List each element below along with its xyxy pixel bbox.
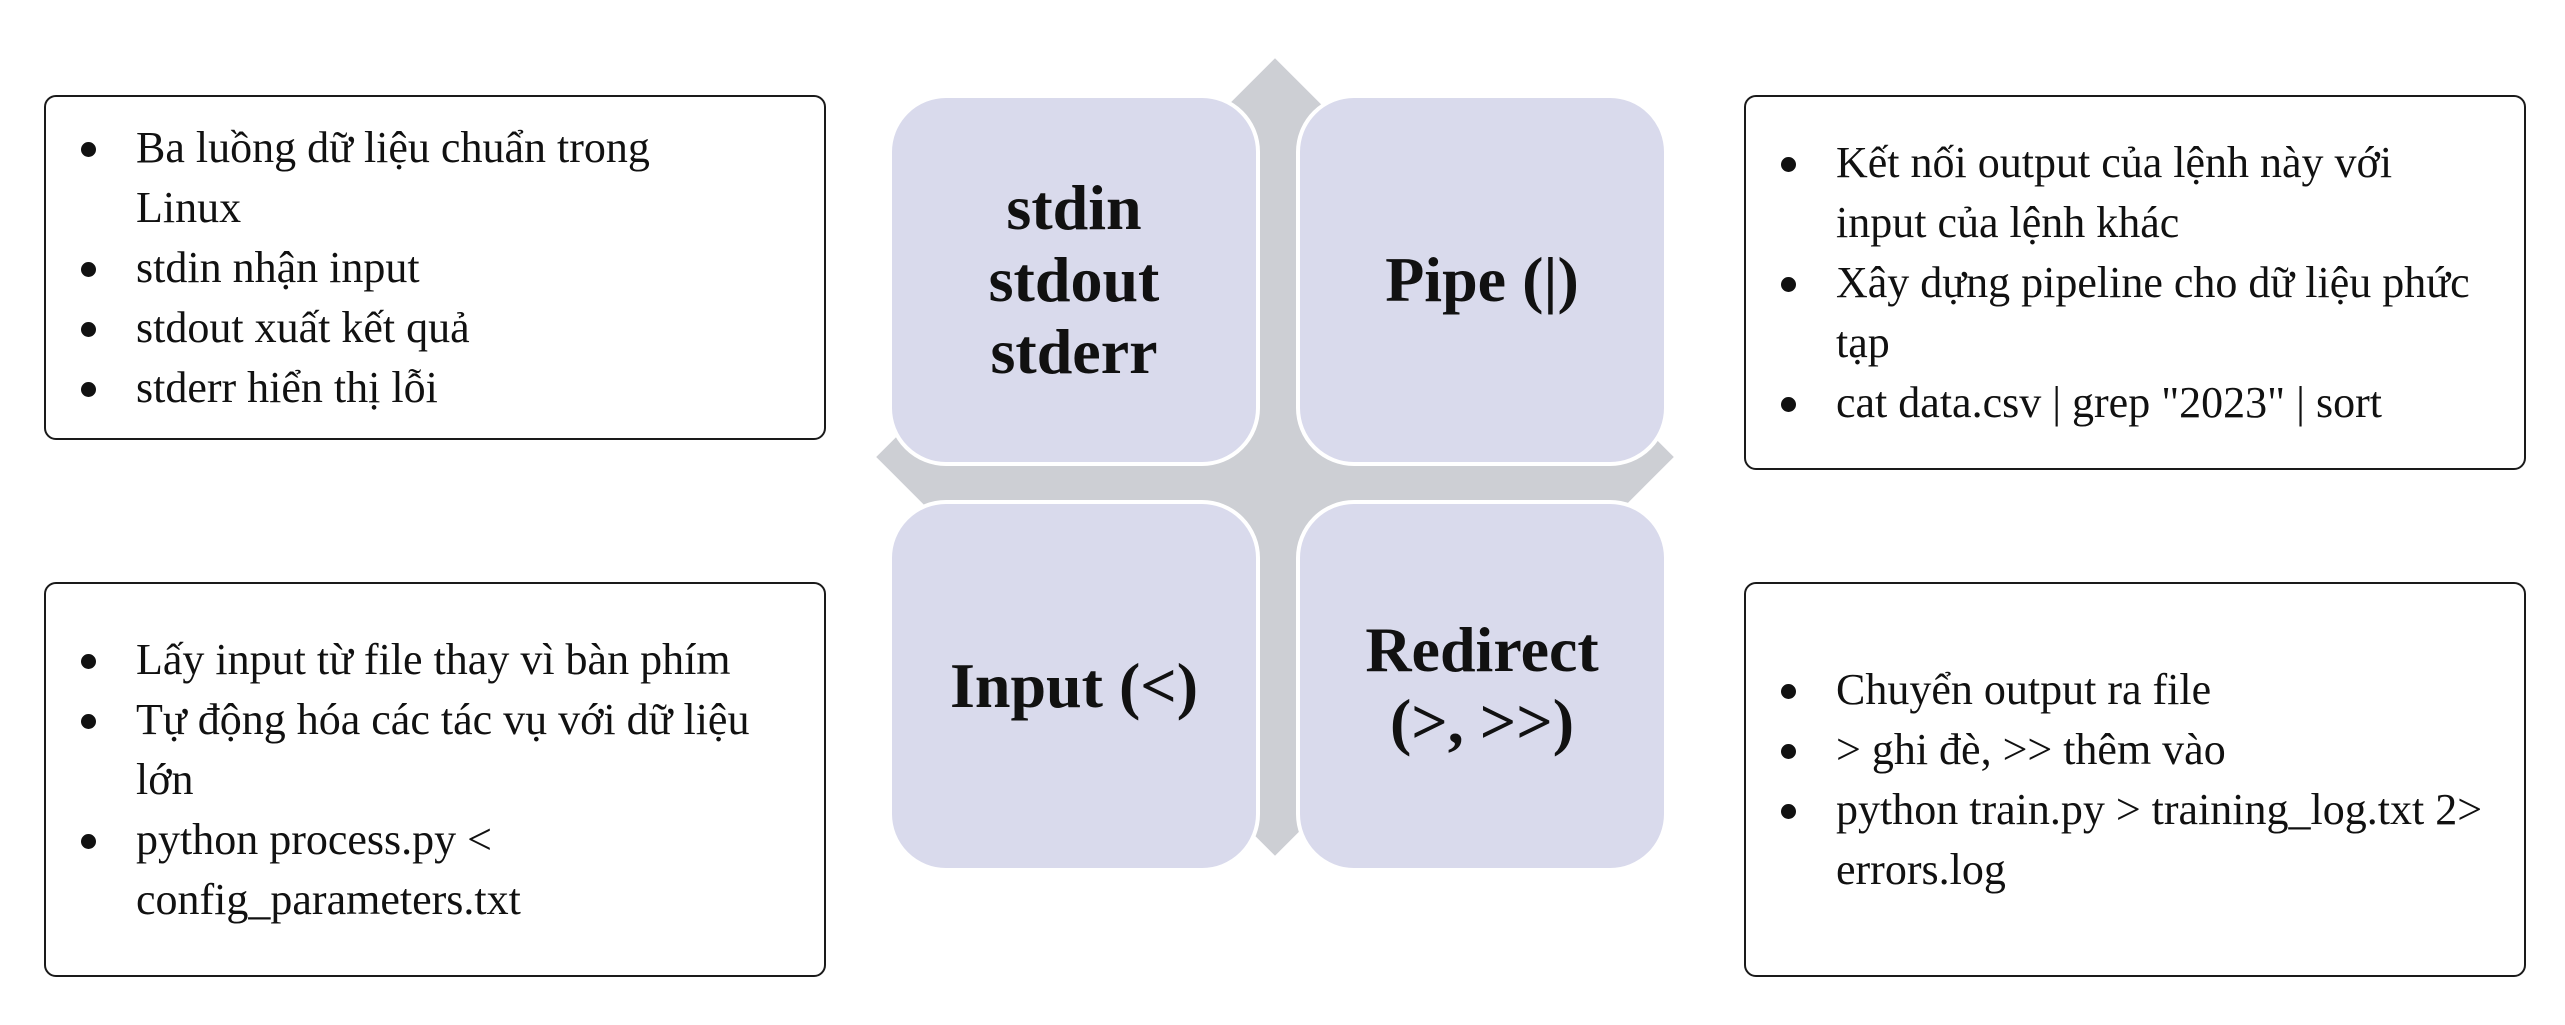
quadrant-input-label: Input (<) (949, 650, 1199, 722)
quadrant-input: Input (<) (888, 500, 1260, 872)
list-item: python process.py < config_parameters.tx… (81, 810, 776, 930)
redirect-bullet-list: Chuyển output ra file > ghi đè, >> thêm … (1746, 660, 2516, 900)
input-description-box: Lấy input từ file thay vì bàn phím Tự độ… (44, 582, 826, 977)
quadrant-pipe: Pipe (|) (1296, 94, 1668, 466)
redirect-description-box: Chuyển output ra file > ghi đè, >> thêm … (1744, 582, 2526, 977)
list-item: Lấy input từ file thay vì bàn phím (81, 630, 776, 690)
list-item: Ba luồng dữ liệu chuẩn trong Linux (81, 118, 756, 238)
list-item: stderr hiển thị lỗi (81, 358, 756, 418)
quadrant-streams: stdin stdout stderr (888, 94, 1260, 466)
streams-description-box: Ba luồng dữ liệu chuẩn trong Linux stdin… (44, 95, 826, 440)
pipe-description-box: Kết nối output của lệnh này với input củ… (1744, 95, 2526, 470)
list-item: Kết nối output của lệnh này với input củ… (1781, 133, 2476, 253)
list-item: python train.py > training_log.txt 2> er… (1781, 780, 2516, 900)
quadrant-redirect-label: Redirect (>, >>) (1365, 614, 1599, 757)
list-item: > ghi đè, >> thêm vào (1781, 720, 2516, 780)
list-item: Chuyển output ra file (1781, 660, 2516, 720)
list-item: stdin nhận input (81, 238, 756, 298)
quadrant-pipe-label: Pipe (|) (1385, 244, 1579, 316)
quadrant-redirect: Redirect (>, >>) (1296, 500, 1668, 872)
list-item: Tự động hóa các tác vụ với dữ liệu lớn (81, 690, 776, 810)
list-item: cat data.csv | grep "2023" | sort (1781, 373, 2476, 433)
input-bullet-list: Lấy input từ file thay vì bàn phím Tự độ… (46, 630, 776, 930)
list-item: stdout xuất kết quả (81, 298, 756, 358)
streams-bullet-list: Ba luồng dữ liệu chuẩn trong Linux stdin… (46, 118, 756, 418)
pipe-bullet-list: Kết nối output của lệnh này với input củ… (1746, 133, 2476, 433)
list-item: Xây dựng pipeline cho dữ liệu phức tạp (1781, 253, 2476, 373)
quadrant-streams-label: stdin stdout stderr (988, 172, 1160, 387)
